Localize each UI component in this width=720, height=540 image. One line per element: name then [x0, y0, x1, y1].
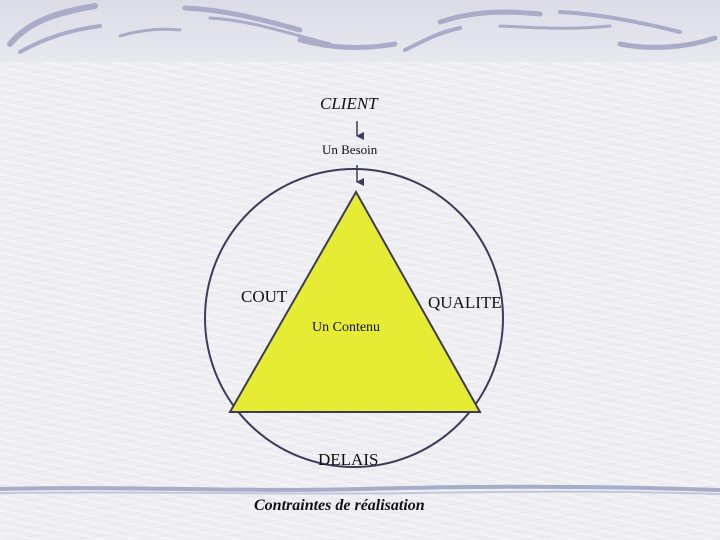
delais-label: DELAIS: [318, 450, 379, 469]
besoin-label: Un Besoin: [322, 142, 378, 157]
diagram-caption: Contraintes de réalisation: [254, 497, 425, 514]
decorative-bottom-rule: [0, 484, 720, 495]
client-label: CLIENT: [320, 94, 378, 113]
constraint-circle: [204, 168, 504, 468]
contenu-label: Un Contenu: [312, 320, 381, 335]
project-triangle: [228, 189, 482, 413]
decorative-swirl-header: [7, 3, 718, 54]
qualite-label: QUALITE: [428, 293, 502, 312]
header-band: [0, 0, 720, 62]
cout-label: COUT: [241, 287, 288, 306]
